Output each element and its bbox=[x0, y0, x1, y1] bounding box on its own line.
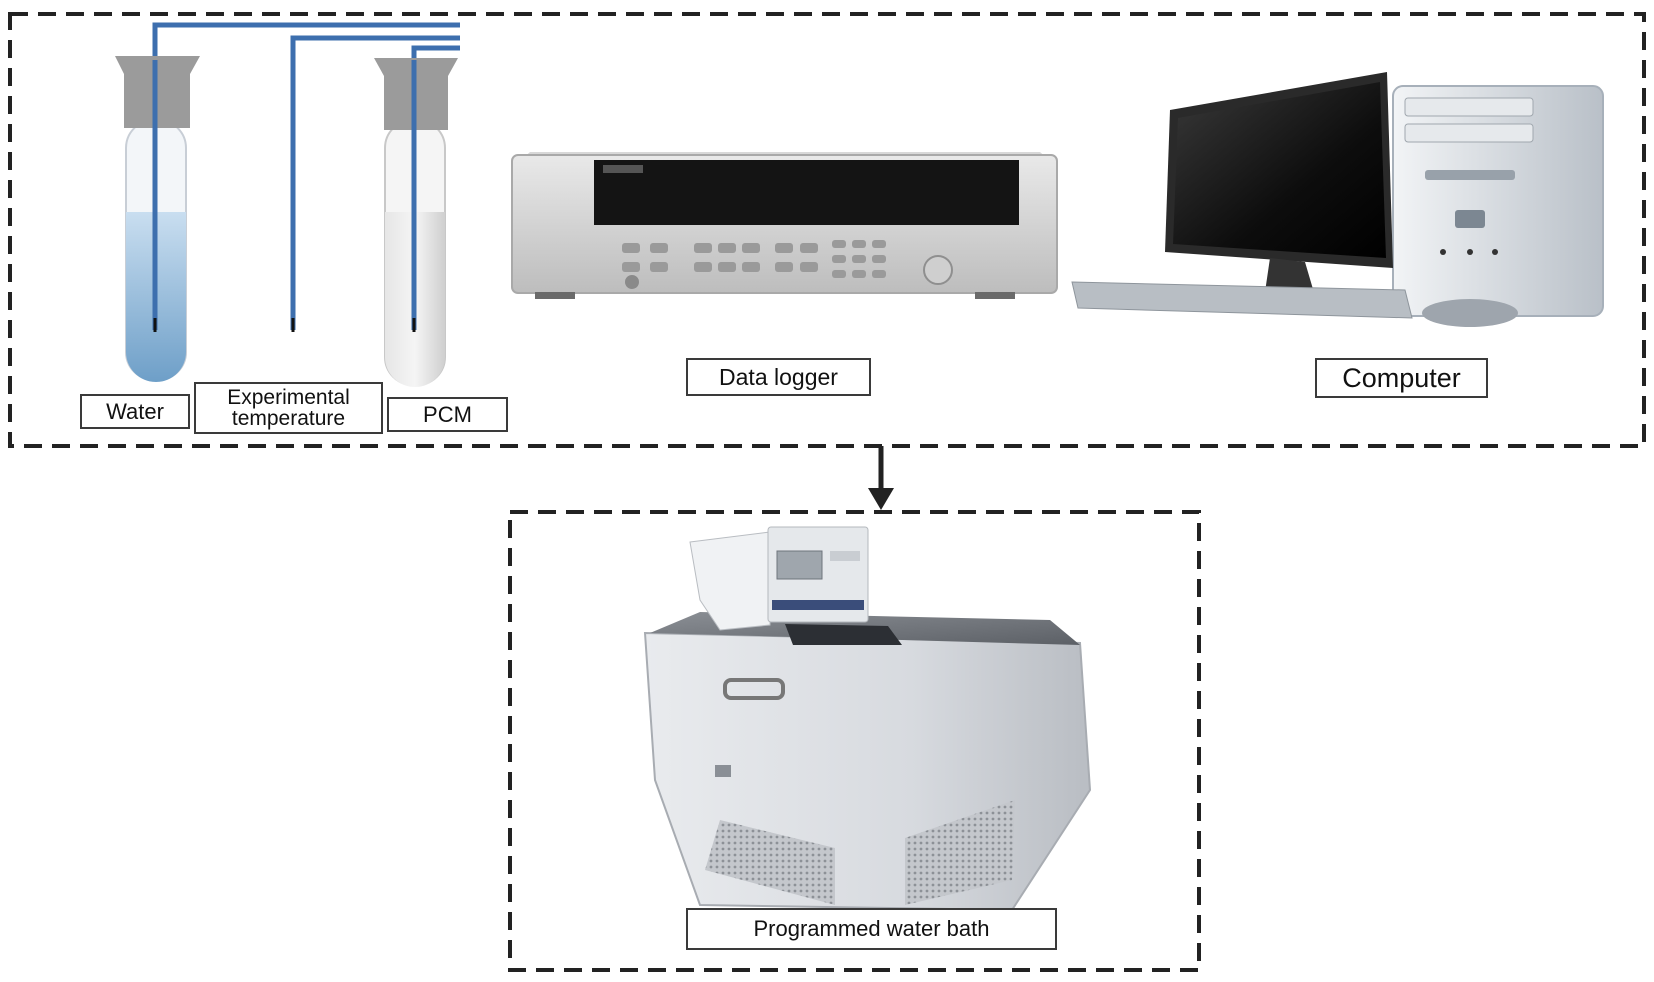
water-bath-label-text: Programmed water bath bbox=[753, 916, 990, 941]
top-group-border bbox=[8, 12, 1646, 448]
data-logger-label: Data logger bbox=[686, 358, 871, 396]
test-tube-icon bbox=[115, 56, 200, 382]
experimental-temperature-label: Experimental temperature bbox=[194, 382, 383, 434]
water-bath-label: Programmed water bath bbox=[686, 908, 1057, 950]
desktop-computer-icon bbox=[1071, 72, 1604, 327]
experimental-temperature-line1: Experimental bbox=[227, 386, 350, 409]
experimental-temperature-line2: temperature bbox=[231, 407, 346, 430]
bottom-group-border bbox=[508, 510, 1201, 972]
arrow-down-icon bbox=[868, 446, 894, 510]
water-label: Water bbox=[80, 394, 190, 429]
computer-label: Computer bbox=[1315, 358, 1488, 398]
pcm-label-text: PCM bbox=[423, 401, 472, 427]
data-logger-icon bbox=[511, 152, 1058, 299]
pcm-label: PCM bbox=[387, 397, 508, 432]
data-logger-label-text: Data logger bbox=[719, 363, 838, 390]
water-bath-icon bbox=[643, 526, 1092, 912]
water-label-text: Water bbox=[106, 398, 164, 424]
computer-label-text: Computer bbox=[1342, 362, 1461, 393]
test-tube-icon bbox=[374, 58, 458, 387]
